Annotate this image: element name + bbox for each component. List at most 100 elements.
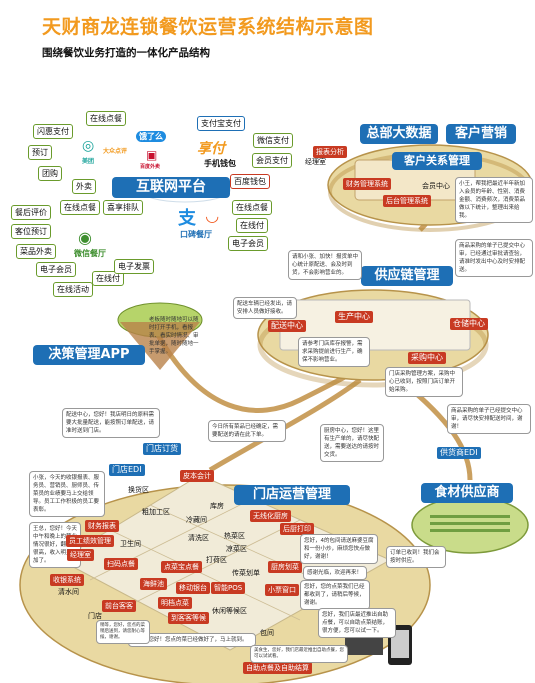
item-alipay: 支付宝支付 xyxy=(197,116,245,131)
label-rough-processing: 粗加工区 xyxy=(142,508,170,516)
label-cold-storage: 冷藏间 xyxy=(186,516,207,524)
item-koubei-order: 在线点餐 xyxy=(232,200,272,215)
tag-ticket-window: 小票窗口 xyxy=(265,584,299,596)
label-washing: 清洗区 xyxy=(188,534,209,542)
label-private-room: 包间 xyxy=(260,629,274,637)
label-manager-office: 经理室 xyxy=(305,158,326,166)
koubei-zhi-icon: 支 xyxy=(178,208,196,229)
hq-crm-title: 客户关系管理 xyxy=(392,152,482,170)
tag-kitchen-dish: 厨房划菜 xyxy=(268,561,302,573)
supply-note-store-purchase: 门店采购管理方案，采购中心已收到，按照门店订单开始采购。 xyxy=(385,367,463,397)
tag-scan-order: 扫码点餐 xyxy=(104,558,138,570)
supplier-edi-tag: 供货商EDI xyxy=(437,447,481,459)
baidu-takeout-label: 百度外卖 xyxy=(140,164,161,170)
item-online-activity: 在线活动 xyxy=(53,282,93,297)
label-water-room: 清水间 xyxy=(58,588,79,596)
wechat-restaurant-label: 微信餐厅 xyxy=(74,249,106,258)
road-store xyxy=(208,377,362,473)
tag-guest-waiting: 到客客等候 xyxy=(168,612,209,624)
label-member-center: 会员中心 xyxy=(422,182,450,190)
label-pass-dish: 传菜划单 xyxy=(232,569,260,577)
item-wechat-pay: 微信支付 xyxy=(253,133,293,148)
store-note-selfservice: 您好，我们店最近推出自助点餐，可以自助点菜结账，很方便，您可以试一下。 xyxy=(318,608,396,638)
tag-accounting: 皮本会计 xyxy=(180,470,214,482)
store-note-staff: 小张，今天的收银报表、服务员、营销员、厨师员、传菜员的业绩要马上交给领导。员工工… xyxy=(29,471,105,517)
supply-note-produce: 请参考门店库存报警，需求采购提前进行生产，确保不影响营业。 xyxy=(298,337,370,367)
item-takeout: 外卖 xyxy=(72,179,96,194)
label-plating: 打荷区 xyxy=(206,556,227,564)
label-exchange-area: 换货区 xyxy=(128,486,149,494)
tag-mobile-cashier: 移动银台 xyxy=(176,582,210,594)
item-queue: 喜享排队 xyxy=(103,200,143,215)
tag-kitchen-print: 后厨打印 xyxy=(280,523,314,535)
label-hot-dish: 热菜区 xyxy=(224,532,245,540)
item-groupbuy: 团购 xyxy=(38,166,62,181)
internet-platform-title: 互联网平台 xyxy=(112,177,230,198)
page-subtitle: 围绕餐饮业务打造的一体化产品结构 xyxy=(42,47,210,59)
item-dish-takeout: 菜品外卖 xyxy=(16,244,56,259)
store-ops-title: 门店运营管理 xyxy=(234,485,350,505)
tag-purchasing-center: 采购中心 xyxy=(408,352,446,364)
decision-app-title: 决策管理APP xyxy=(33,345,145,365)
tag-pda-order: 点菜宝点餐 xyxy=(161,561,202,573)
tag-distribution-center: 配送中心 xyxy=(268,320,306,332)
koubei-label: 口碑餐厅 xyxy=(180,230,212,239)
store-note-room: 您好，4的包间请送麻婆豆腐和一份小炒，麻烦您快点做好，谢谢！ xyxy=(300,534,378,564)
meituan-label: 美团 xyxy=(82,158,95,165)
item-wechat-online-pay: 在线付 xyxy=(92,271,124,286)
food-note-confirm: 订单已收到！我们会按时供应。 xyxy=(386,546,446,568)
store-note-received: 您好，您的点菜我们已经都收到了，请稍后等候，谢谢。 xyxy=(300,580,370,610)
label-store: 门店 xyxy=(88,612,102,620)
tag-report-analysis: 报表分析 xyxy=(313,146,347,158)
store-note-dishes: 今日所有菜品已经确定，需要配送的请在此下单。 xyxy=(208,420,286,442)
item-review: 餐后评价 xyxy=(11,205,51,220)
label-warehouse: 库房 xyxy=(210,502,224,510)
hq-bigdata-title: 总部大数据 xyxy=(360,124,438,144)
wallet-label: 手机钱包 xyxy=(204,159,236,168)
meituan-logo: ◎ xyxy=(82,138,95,154)
supply-note-report: 请和小张、加快！报货单中心统计原配送、会及时到货，不会影响营业的。 xyxy=(288,250,362,280)
item-e-invoice: 电子发票 xyxy=(114,259,154,274)
tag-manager-room: 经理室 xyxy=(67,549,94,561)
tag-production-center: 生产中心 xyxy=(335,311,373,323)
store-note-wait: 稍等，您好，您点的菜稍后送到，请您耐心等候，谢谢。 xyxy=(96,620,150,644)
item-reserve: 预订 xyxy=(28,145,52,160)
label-cold-dish: 凉菜区 xyxy=(226,545,247,553)
store-ordering-tag: 门店订货 xyxy=(143,443,181,455)
food-note-order: 商品采购的单子已经提交中心审，请尽快安排配送时间，谢谢！ xyxy=(447,404,531,434)
baidu-takeout-icon: ▣ xyxy=(146,148,158,162)
item-wechat-order: 在线点餐 xyxy=(60,200,100,215)
tag-open-kitchen: 明档点菜 xyxy=(158,597,192,609)
decision-note: 老板随时随地可以随时打开手机，看报表、看实时情况、审批单据，随时随地一手掌握。 xyxy=(149,317,199,355)
page-title: 天财商龙连锁餐饮运营系统结构示意图 xyxy=(42,16,374,38)
tag-staff-performance: 员工绩效管理 xyxy=(66,535,114,547)
tag-front-desk: 前台客客 xyxy=(102,600,136,612)
store-note-try: 美食生，您好，我们店最近推出自助点餐，您可以试试看。 xyxy=(250,645,348,663)
item-table-reserve: 客位预订 xyxy=(11,224,51,239)
supply-note-purchase: 商品采购的单子已提交中心审，已经通过审批请查验，请准时发出中心及时安排配送。 xyxy=(455,239,533,277)
tag-finance-system: 财务管理系统 xyxy=(343,178,391,190)
item-koubei-member: 电子会员 xyxy=(228,236,268,251)
item-baidu-wallet: 百度钱包 xyxy=(230,174,270,189)
koubei-smile-icon: ◡ xyxy=(206,206,219,225)
hq-marketing-title: 客户营销 xyxy=(446,124,516,144)
tag-backend-system: 后台管理系统 xyxy=(383,195,431,207)
store-note-kitchen: 厨房中心，您好！这里有生产单的，请尽快配送，需要送达的请按时交货。 xyxy=(320,424,384,462)
supply-note-delivery: 配送车辆已经发出，请安排人员做好接收。 xyxy=(233,297,297,319)
dianping-label: 大众点评 xyxy=(103,148,128,155)
tag-smart-pos: 智能POS xyxy=(211,582,246,594)
item-e-member: 电子会员 xyxy=(36,262,76,277)
item-koubei-pay: 在线付 xyxy=(236,218,268,233)
store-edi-tag: 门店EDI xyxy=(109,464,145,476)
tag-seafood-pool: 海鲜池 xyxy=(140,578,167,590)
label-restroom: 卫生间 xyxy=(120,540,141,548)
store-note-thanks: 感谢光临，欢迎再来！ xyxy=(303,566,367,580)
hq-note: 小王，帮我把最近半年新加入会员的年龄、性别、消费金额、消费频次，消费菜品做以下统… xyxy=(455,177,533,223)
tag-finance-report: 财务报表 xyxy=(85,520,119,532)
eleme-logo: 饿了么 xyxy=(136,131,166,142)
store-note-order: 配送中心，您好！我店明日的原料需要大批量配送，能按照订单配送，请准时送到门店。 xyxy=(62,408,160,438)
item-online-order: 在线点餐 xyxy=(86,111,126,126)
food-supplier-title: 食材供应商 xyxy=(421,483,513,503)
xiangfu-logo: 享付 xyxy=(197,141,225,157)
